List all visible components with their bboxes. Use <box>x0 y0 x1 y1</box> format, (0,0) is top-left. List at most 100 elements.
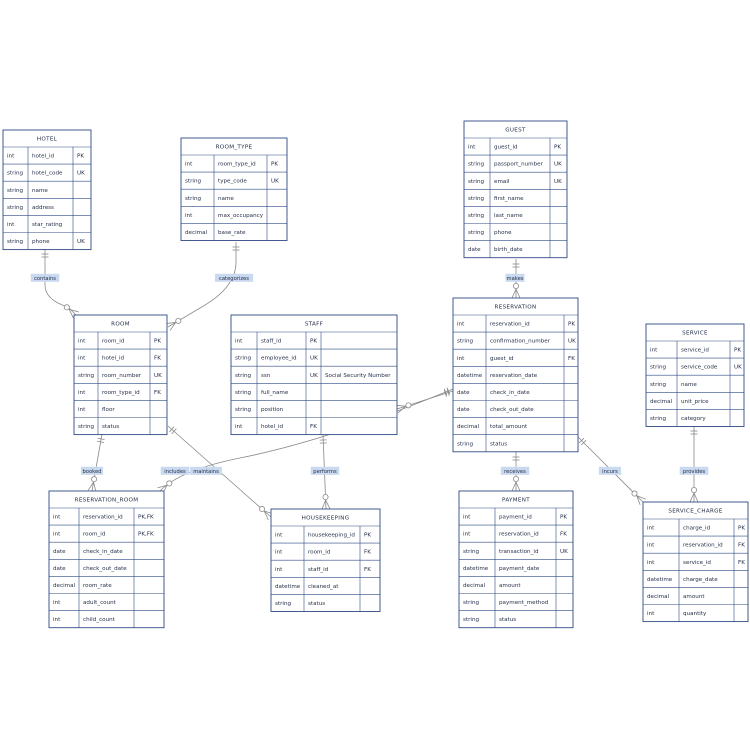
attr-name: hotel_id <box>32 154 55 160</box>
attr-name: hotel_code <box>32 171 63 177</box>
attr-type: string <box>7 205 24 211</box>
attr-type: int <box>185 213 193 219</box>
attr-type: int <box>185 162 193 168</box>
attribute-row: int max_occupancy <box>185 213 264 219</box>
relationship-label-provides: provides <box>679 466 709 475</box>
attr-type: string <box>457 339 474 345</box>
svg-text:performs: performs <box>313 469 337 475</box>
attr-type: int <box>457 356 465 362</box>
attr-type: string <box>235 356 252 362</box>
attr-name: adult_count <box>83 600 117 606</box>
attr-type: string <box>468 179 485 185</box>
entity-title: RESERVATION_ROOM <box>75 498 139 504</box>
attr-name: address <box>32 205 54 211</box>
svg-text:provides: provides <box>683 469 705 475</box>
attr-type: decimal <box>650 399 672 405</box>
attr-type: int <box>78 339 86 345</box>
attr-name: room_id <box>102 339 125 345</box>
attr-name: guest_id <box>494 145 518 151</box>
attr-type: string <box>185 179 202 185</box>
attr-key: UK <box>310 373 318 379</box>
attr-type: string <box>78 373 95 379</box>
attr-key: UK <box>734 365 742 371</box>
attr-comment: Social Security Number <box>325 373 391 379</box>
relationship-booked <box>87 433 105 492</box>
attr-key: UK <box>77 171 85 177</box>
svg-text:maintains: maintains <box>193 469 219 475</box>
attr-name: check_in_date <box>83 549 123 555</box>
attr-type: int <box>78 390 86 396</box>
attr-name: name <box>681 382 697 388</box>
entity-title: HOUSEKEEPING <box>302 516 350 522</box>
attr-key: UK <box>310 356 318 362</box>
attr-key: PK <box>154 339 161 345</box>
attr-name: status <box>102 424 119 430</box>
attr-name: room_number <box>102 373 142 379</box>
entity-title: ROOM <box>111 322 130 328</box>
attr-type: string <box>650 365 667 371</box>
attr-key: PK <box>734 348 741 354</box>
attr-name: phone <box>32 239 50 245</box>
attr-type: string <box>235 373 252 379</box>
attr-type: int <box>463 515 471 521</box>
attr-key: PK <box>77 154 84 160</box>
attr-name: status <box>490 441 507 447</box>
attr-name: room_id <box>83 532 106 538</box>
attr-type: date <box>53 549 66 555</box>
svg-text:makes: makes <box>507 276 524 282</box>
attr-name: hotel_id <box>102 356 125 362</box>
attr-name: max_occupancy <box>218 213 264 219</box>
relationship-provides <box>689 426 699 503</box>
attr-key: FK <box>738 543 745 549</box>
attr-type: string <box>650 382 667 388</box>
entity-title: HOTEL <box>37 137 58 143</box>
attr-type: datetime <box>457 373 483 379</box>
attr-key: UK <box>554 179 562 185</box>
attr-type: decimal <box>53 583 75 589</box>
attr-type: int <box>647 611 655 617</box>
attr-name: name <box>32 188 48 194</box>
attr-name: name <box>218 196 234 202</box>
attr-type: string <box>468 213 485 219</box>
attr-type: string <box>468 196 485 202</box>
attr-key: FK <box>560 532 567 538</box>
attr-type: string <box>463 600 480 606</box>
attr-name: floor <box>102 407 115 413</box>
attr-type: int <box>650 348 658 354</box>
attr-type: string <box>275 601 292 607</box>
